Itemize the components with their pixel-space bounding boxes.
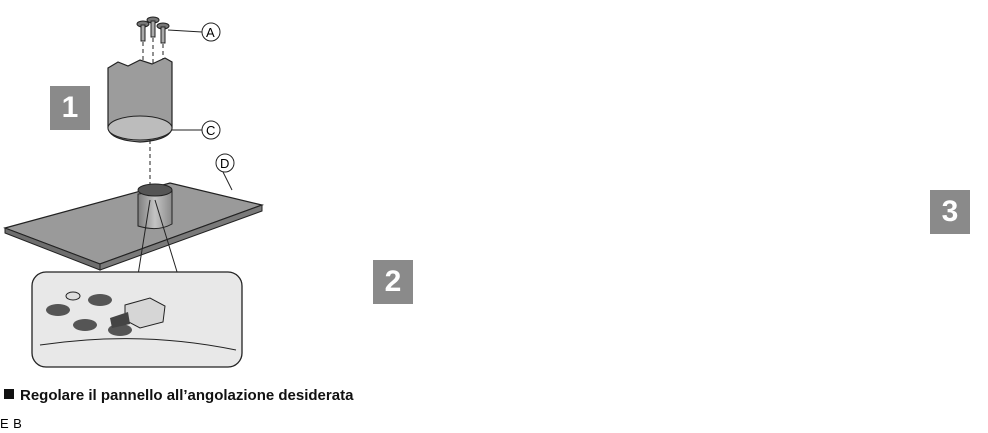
callout-d: D bbox=[220, 156, 229, 171]
step3-illustration: E B bbox=[0, 415, 22, 432]
step-2-badge: 2 bbox=[373, 260, 413, 304]
bullet-square-icon bbox=[4, 389, 14, 399]
assembly-diagram: A C D bbox=[0, 16, 970, 431]
step1-illustration: A C D bbox=[3, 16, 265, 368]
step-3-badge: 3 bbox=[930, 190, 970, 234]
instruction-text: Regolare il pannello all’angolazione des… bbox=[20, 387, 354, 404]
callout-b: B bbox=[13, 416, 22, 431]
callout-c: C bbox=[206, 123, 215, 138]
callout-e: E bbox=[0, 416, 9, 431]
callout-a: A bbox=[206, 25, 215, 40]
instruction-heading: Regolare il pannello all’angolazione des… bbox=[4, 387, 353, 404]
step-1-badge: 1 bbox=[50, 86, 90, 130]
